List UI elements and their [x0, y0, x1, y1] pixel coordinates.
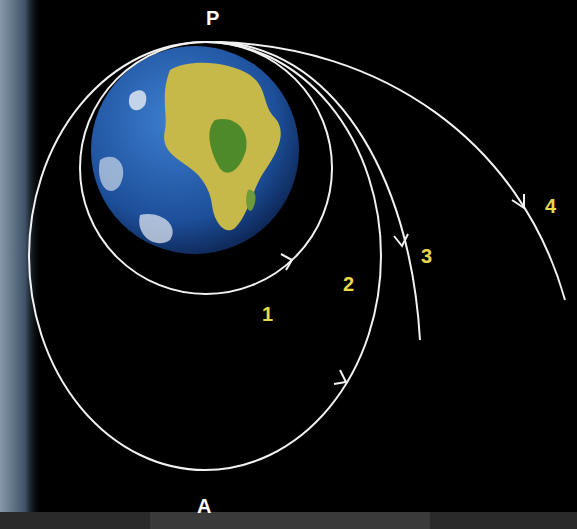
callout-number: 2	[343, 274, 354, 294]
callout-number: 1	[262, 304, 273, 324]
orbit-point-label: A	[197, 496, 211, 516]
callout-number: 4	[545, 196, 556, 216]
orbit-point-label: P	[206, 8, 219, 28]
callout-number: 3	[421, 246, 432, 266]
